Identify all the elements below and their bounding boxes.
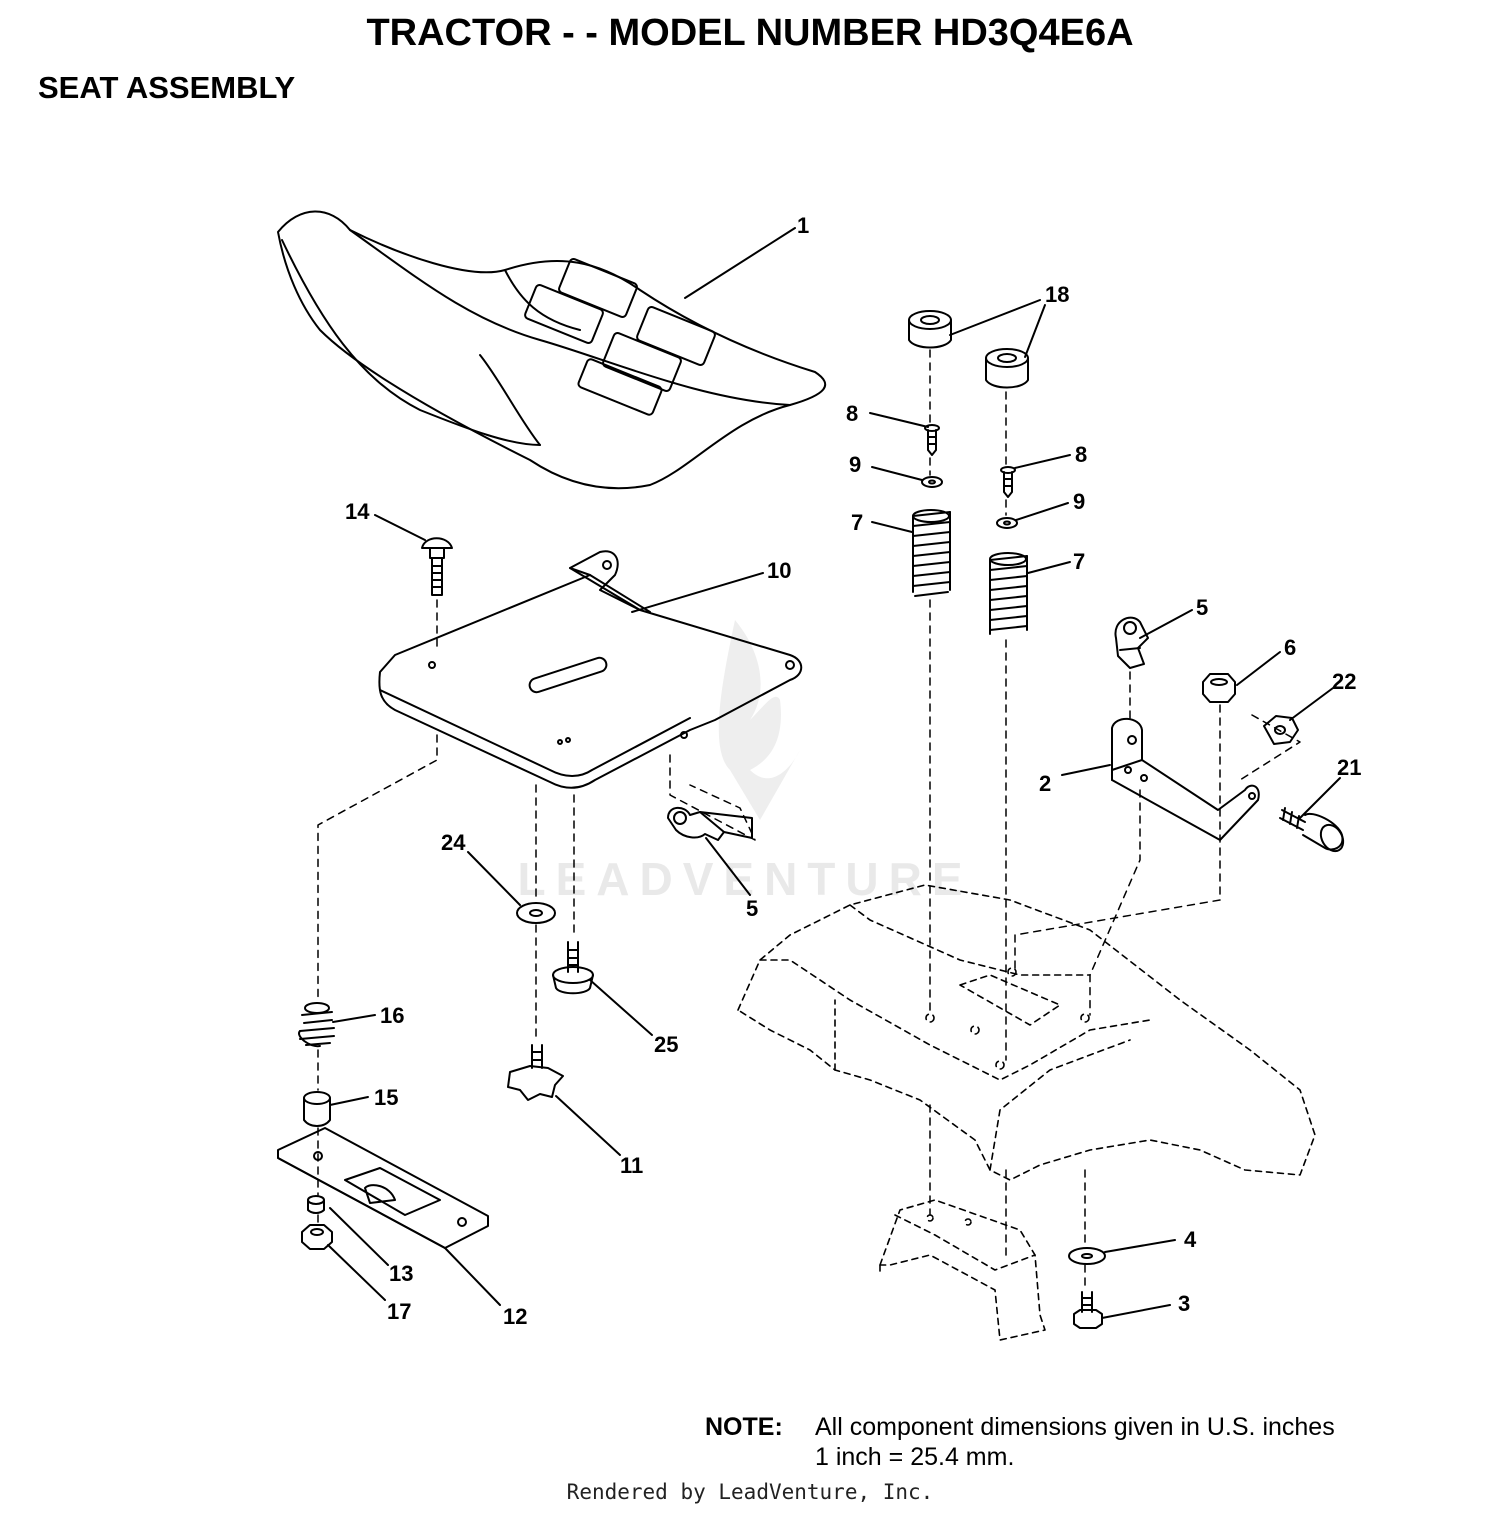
callout-10: 10 <box>767 558 791 583</box>
callout-8-left: 8 <box>846 401 858 426</box>
callout-2: 2 <box>1039 771 1051 796</box>
part-12-slide-plate <box>277 1127 489 1249</box>
part-13-spacer <box>307 1195 325 1214</box>
part-24-washer <box>516 902 556 924</box>
note-label: NOTE: <box>705 1413 783 1441</box>
callout-4: 4 <box>1184 1227 1197 1252</box>
part-16-spring <box>298 1002 335 1048</box>
callout-16: 16 <box>380 1003 404 1028</box>
callout-11: 11 <box>620 1153 643 1178</box>
callout-3: 3 <box>1178 1291 1190 1316</box>
callout-25: 25 <box>654 1032 678 1057</box>
callout-1: 1 <box>797 213 809 238</box>
part-21-bolt <box>1279 807 1345 853</box>
part-5-clip-left <box>667 806 753 841</box>
watermark: LEADVENTURE <box>517 620 972 905</box>
callout-21: 21 <box>1337 755 1361 780</box>
callout-5-right: 5 <box>1196 595 1208 620</box>
callout-13: 13 <box>389 1261 413 1286</box>
callout-15: 15 <box>374 1085 398 1110</box>
part-8-screw-right <box>1000 466 1016 498</box>
section-title: SEAT ASSEMBLY <box>38 70 296 105</box>
page-title: TRACTOR - - MODEL NUMBER HD3Q4E6A <box>366 12 1134 54</box>
part-22-nut <box>1263 715 1299 745</box>
watermark-text: LEADVENTURE <box>517 853 972 905</box>
callout-24: 24 <box>441 830 466 855</box>
part-5-clip-right <box>1114 616 1149 669</box>
part-11-knob <box>507 1044 564 1101</box>
watermark-flame-icon <box>718 620 800 820</box>
note-line-1: All component dimensions given in U.S. i… <box>815 1413 1335 1441</box>
part-18-bumper-left <box>908 310 952 349</box>
callout-labels: 1 18 8 9 8 9 7 7 14 10 5 6 22 2 21 24 5 … <box>345 213 1361 1329</box>
part-6-nut <box>1202 673 1236 703</box>
callout-7-left: 7 <box>851 510 863 535</box>
part-10-seat-pan <box>378 550 803 789</box>
part-15-bushing <box>303 1091 331 1127</box>
callout-7-right: 7 <box>1073 549 1085 574</box>
callout-8-right: 8 <box>1075 442 1087 467</box>
part-7-spring-left <box>912 509 951 597</box>
part-7-spring-right <box>989 552 1028 635</box>
callout-9-left: 9 <box>849 452 861 477</box>
part-9-washer-left <box>921 476 943 488</box>
part-17-nut <box>301 1224 333 1250</box>
callout-5-left: 5 <box>746 896 758 921</box>
part-2-bracket <box>1111 717 1260 841</box>
tractor-frame-reference <box>737 884 1316 1341</box>
part-25-shoulder-bolt <box>552 941 594 995</box>
part-9-washer-right <box>996 517 1018 529</box>
render-credit: Rendered by LeadVenture, Inc. <box>566 1480 934 1504</box>
part-4-washer <box>1068 1247 1106 1265</box>
part-8-screw-left <box>924 424 940 456</box>
callout-9-right: 9 <box>1073 489 1085 514</box>
callout-22: 22 <box>1332 669 1356 694</box>
part-18-bumper-right <box>985 348 1029 389</box>
assembly-lines <box>317 349 1301 1291</box>
callout-12: 12 <box>503 1304 527 1329</box>
part-3-bolt <box>1073 1291 1103 1329</box>
part-14-carriage-bolt <box>421 537 453 596</box>
dimension-note: NOTE: All component dimensions given in U… <box>705 1412 1335 1472</box>
callout-14: 14 <box>345 499 370 524</box>
note-line-2: 1 inch = 25.4 mm. <box>815 1443 1015 1471</box>
part-1-seat <box>277 210 827 490</box>
callout-17: 17 <box>387 1299 411 1324</box>
callout-18: 18 <box>1045 282 1069 307</box>
callout-6: 6 <box>1284 635 1296 660</box>
leader-lines <box>327 227 1341 1319</box>
